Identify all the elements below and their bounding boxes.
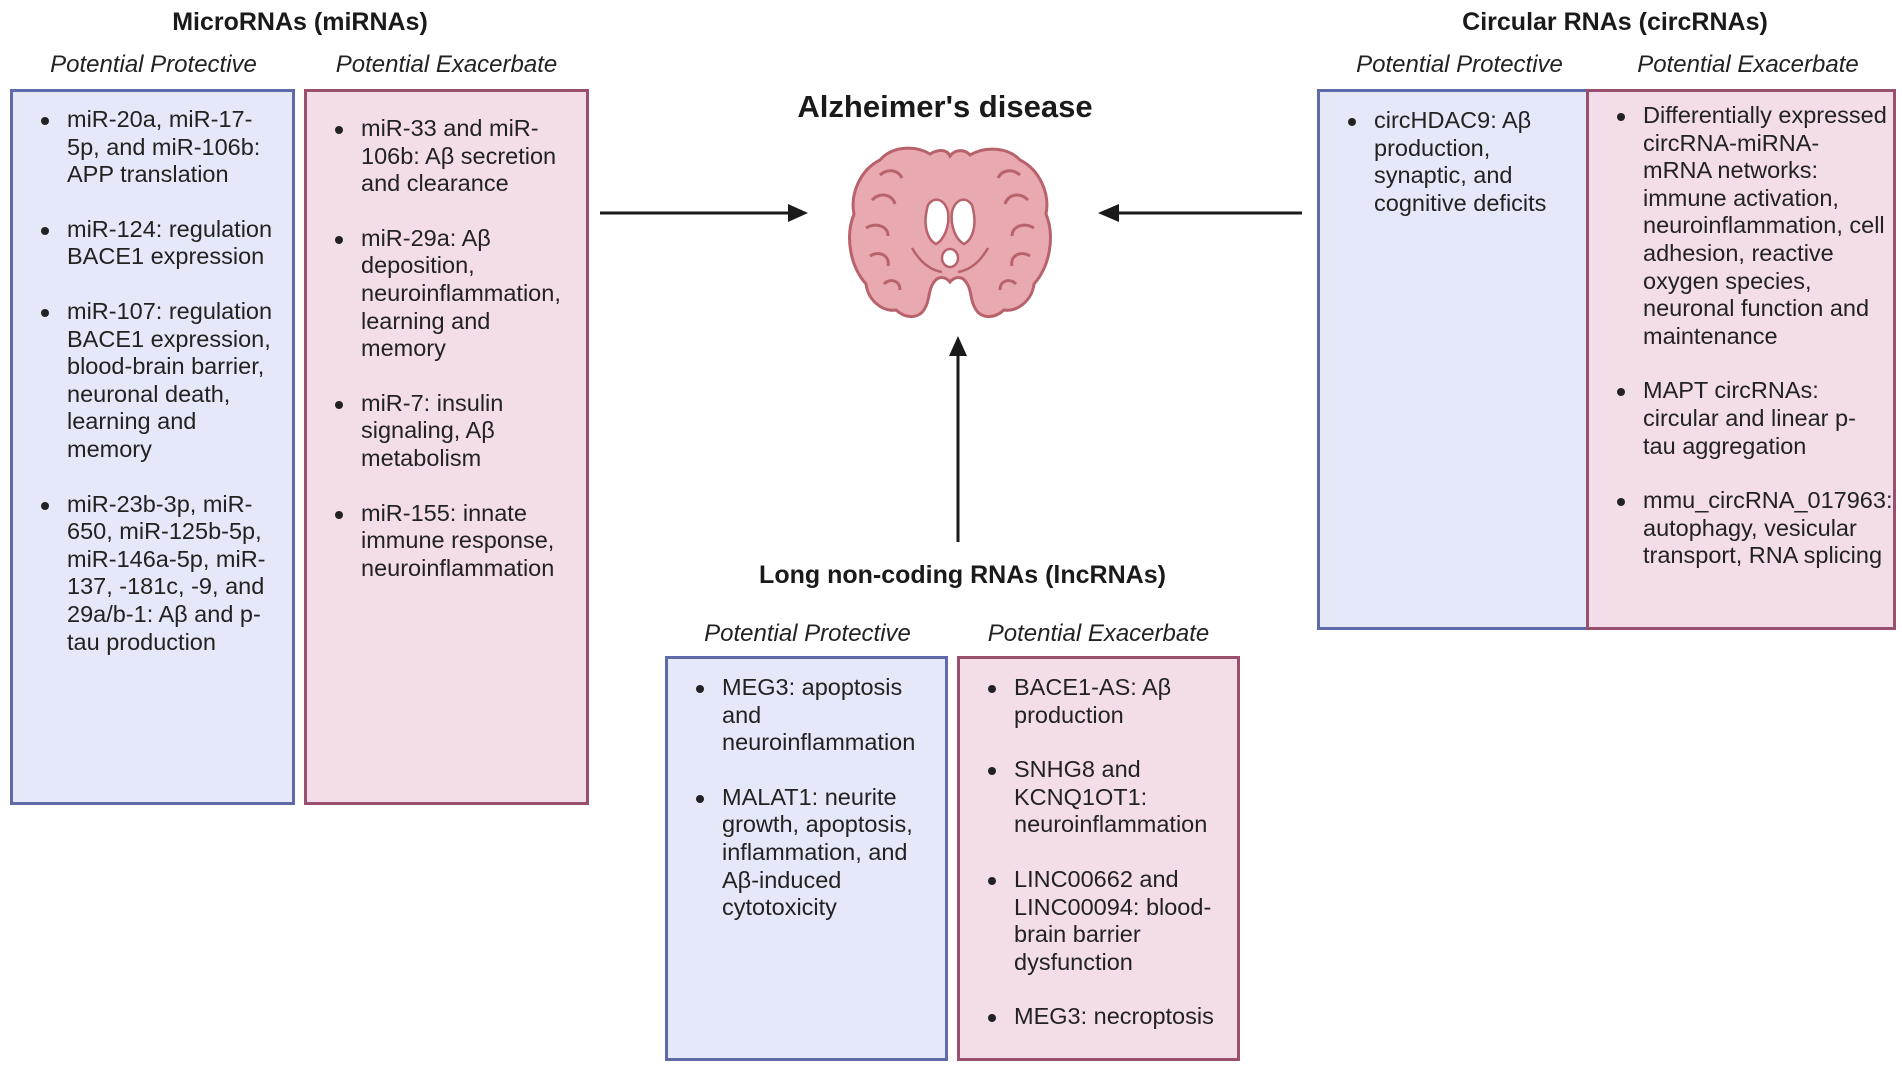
lncrna-exacerbate-box: BACE1-AS: Aβ production SNHG8 and KCNQ1O… (957, 656, 1240, 1061)
arrow-icon (1098, 204, 1302, 222)
list-item: miR-107: regulation BACE1 expression, bl… (29, 298, 282, 464)
bullet-icon (988, 767, 996, 776)
bullet-icon (335, 126, 343, 134)
list-item: miR-33 and miR-106b: Aβ secretion and cl… (323, 115, 574, 198)
arrow-icon (600, 204, 808, 222)
bullet-icon (1617, 498, 1625, 507)
circrna-protective-list: circHDAC9: Aβ production, synaptic, and … (1336, 107, 1589, 217)
bullet-icon (988, 1014, 996, 1023)
bullet-icon (41, 117, 49, 125)
list-item: MALAT1: neurite growth, apoptosis, infla… (684, 784, 937, 922)
lncrna-group-title: Long non-coding RNAs (lncRNAs) (759, 561, 1166, 589)
list-item: MEG3: necroptosis (976, 1003, 1229, 1031)
list-item: Differentially expressed circRNA-miRNA-m… (1605, 102, 1887, 350)
bullet-icon (41, 308, 49, 317)
list-item: SNHG8 and KCNQ1OT1: neuroinflammation (976, 756, 1229, 839)
bullet-icon (335, 400, 343, 409)
lncrna-protective-box: MEG3: apoptosis and neuroinflammation MA… (665, 656, 948, 1061)
list-item: mmu_circRNA_017963: autophagy, vesicular… (1605, 487, 1892, 570)
center-title: Alzheimer's disease (797, 89, 1093, 124)
circrna-protective-heading: Potential Protective (1356, 51, 1563, 78)
mirna-group-title: MicroRNAs (miRNAs) (172, 8, 428, 36)
lncrna-protective-list: MEG3: apoptosis and neuroinflammation MA… (684, 674, 937, 922)
bullet-icon (1617, 388, 1625, 397)
lncrna-exacerbate-heading: Potential Exacerbate (987, 620, 1210, 647)
mirna-exacerbate-list: miR-33 and miR-106b: Aβ secretion and cl… (323, 115, 574, 582)
bullet-icon (1617, 113, 1625, 121)
circrna-exacerbate-list: Differentially expressed circRNA-miRNA-m… (1605, 102, 1892, 570)
bullet-icon (41, 226, 49, 235)
mirna-exacerbate-box: miR-33 and miR-106b: Aβ secretion and cl… (304, 89, 589, 805)
list-item: miR-20a, miR-17-5p, and miR-106b: APP tr… (29, 106, 282, 189)
bullet-icon (696, 685, 704, 693)
circrna-exacerbate-box: Differentially expressed circRNA-miRNA-m… (1586, 89, 1896, 630)
circrna-group-title: Circular RNAs (circRNAs) (1462, 8, 1768, 36)
bullet-icon (41, 501, 49, 510)
bullet-icon (988, 685, 996, 693)
list-item: miR-29a: Aβ deposition, neuroinflammatio… (323, 225, 574, 363)
list-item: miR-7: insulin signaling, Aβ metabolism (323, 390, 574, 473)
list-item: miR-155: innate immune response, neuroin… (323, 500, 574, 583)
list-item: BACE1-AS: Aβ production (976, 674, 1229, 729)
list-item: miR-23b-3p, miR-650, miR-125b-5p, miR-14… (29, 491, 282, 657)
mirna-protective-heading: Potential Protective (50, 51, 257, 78)
bullet-icon (696, 794, 704, 803)
list-item: circHDAC9: Aβ production, synaptic, and … (1336, 107, 1589, 217)
mirna-exacerbate-heading: Potential Exacerbate (335, 51, 558, 78)
list-item: MEG3: apoptosis and neuroinflammation (684, 674, 937, 757)
bullet-icon (335, 235, 343, 244)
bullet-icon (335, 510, 343, 519)
bullet-icon (1348, 118, 1356, 126)
arrow-icon (949, 336, 967, 542)
list-item: miR-124: regulation BACE1 expression (29, 216, 282, 271)
circrna-exacerbate-heading: Potential Exacerbate (1637, 51, 1859, 78)
mirna-protective-box: miR-20a, miR-17-5p, and miR-106b: APP tr… (10, 89, 295, 805)
lncrna-exacerbate-list: BACE1-AS: Aβ production SNHG8 and KCNQ1O… (976, 674, 1229, 1031)
mirna-protective-list: miR-20a, miR-17-5p, and miR-106b: APP tr… (29, 106, 282, 656)
list-item: MAPT circRNAs: circular and linear p-tau… (1605, 377, 1887, 460)
circrna-protective-box: circHDAC9: Aβ production, synaptic, and … (1317, 89, 1602, 630)
bullet-icon (988, 876, 996, 885)
list-item: LINC00662 and LINC00094: blood-brain bar… (976, 866, 1229, 976)
lncrna-protective-heading: Potential Protective (704, 620, 911, 647)
brain-coronal-section-icon (848, 146, 1052, 318)
